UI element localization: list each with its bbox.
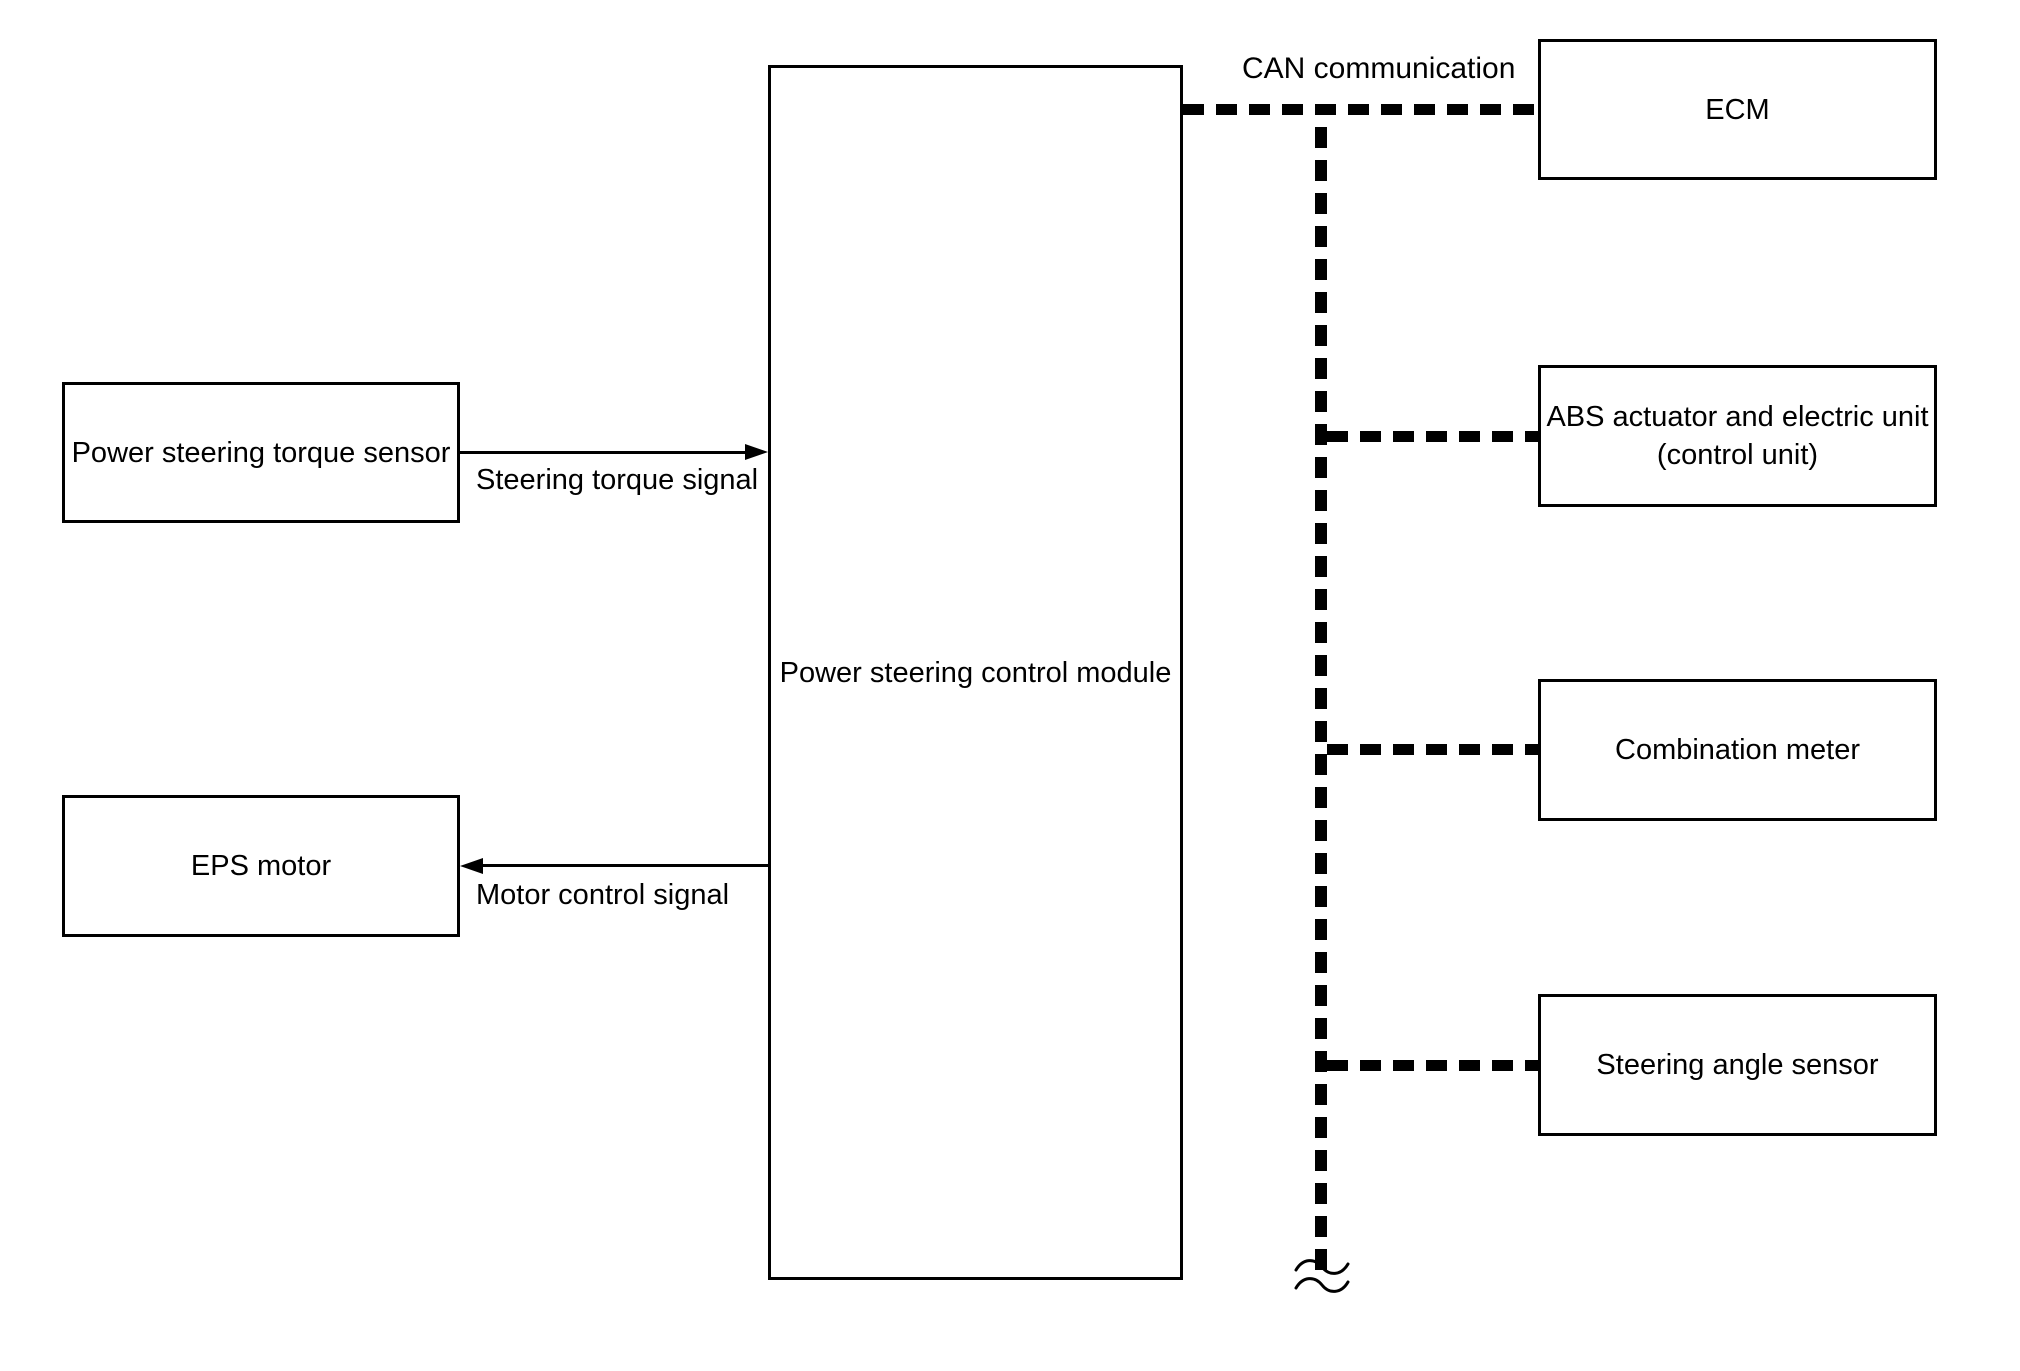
box-power-steering-control-module: Power steering control module — [768, 65, 1183, 1280]
box-eps-motor: EPS motor — [62, 795, 460, 937]
box-combination-meter: Combination meter — [1538, 679, 1937, 821]
box-ecm: ECM — [1538, 39, 1937, 180]
motor-control-signal-label: Motor control signal — [476, 879, 730, 911]
box-power-steering-torque-sensor: Power steering torque sensor — [62, 382, 460, 523]
can-branch-steering-angle-sensor — [1327, 1060, 1538, 1071]
box-label-line1: ABS actuator and electric unit — [1546, 401, 1929, 433]
box-label: Power steering torque sensor — [71, 436, 451, 469]
box-label: Combination meter — [1615, 734, 1860, 766]
box-label: EPS motor — [190, 850, 332, 882]
can-branch-abs — [1327, 431, 1538, 442]
can-communication-label: CAN communication — [1242, 52, 1516, 85]
box-steering-angle-sensor: Steering angle sensor — [1538, 994, 1937, 1136]
arrow-left-icon — [460, 858, 483, 874]
box-label: Power steering control module — [779, 656, 1172, 689]
box-label-line2: (control unit) — [1656, 439, 1819, 471]
steering-torque-signal-line — [460, 451, 748, 454]
bus-break-icon — [1294, 1259, 1350, 1293]
box-label: Steering angle sensor — [1596, 1049, 1879, 1081]
steering-torque-signal-label: Steering torque signal — [476, 464, 759, 496]
box-abs-actuator: ABS actuator and electric unit (control … — [1538, 365, 1937, 507]
can-bus-top-segment — [1183, 104, 1538, 115]
box-label: ECM — [1705, 93, 1770, 126]
arrow-right-icon — [745, 444, 768, 460]
can-branch-combination-meter — [1327, 744, 1538, 755]
can-bus-vertical-trunk — [1315, 115, 1327, 1278]
motor-control-signal-line — [482, 864, 768, 867]
